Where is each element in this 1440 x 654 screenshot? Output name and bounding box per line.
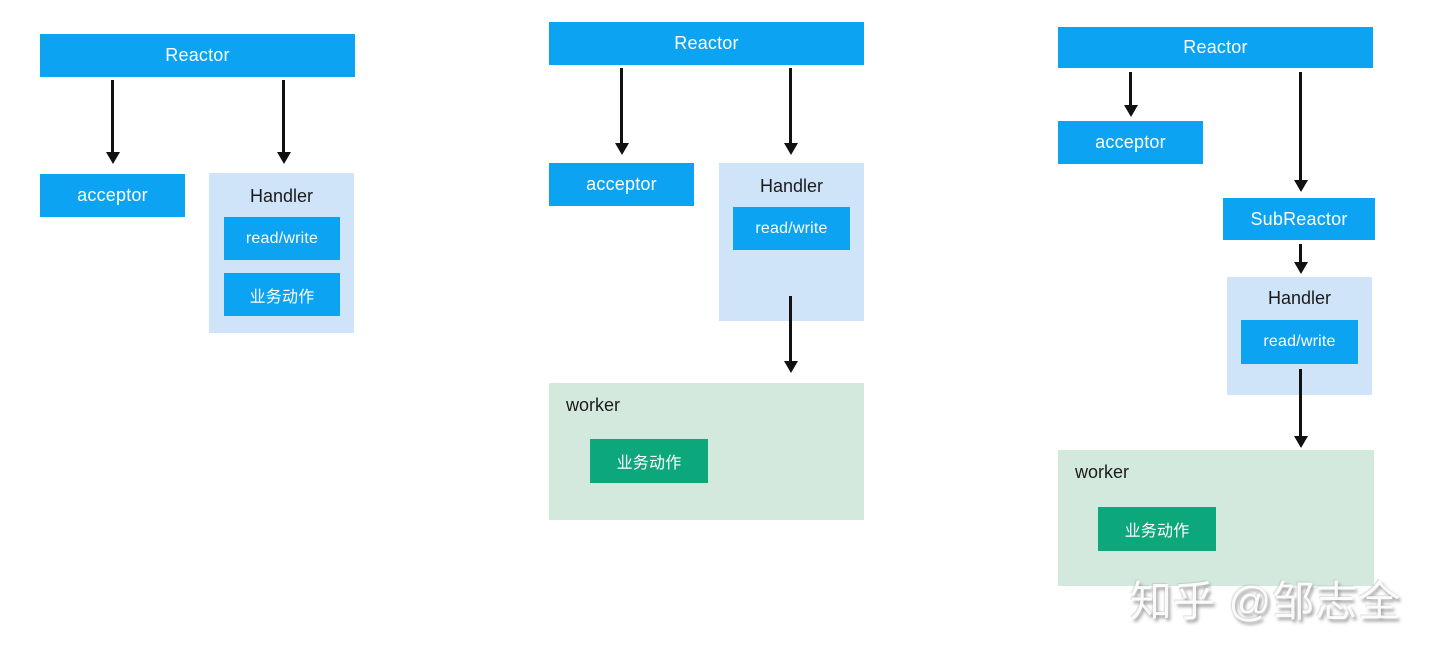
reactor-node: Reactor bbox=[40, 34, 355, 77]
subreactor-node: SubReactor bbox=[1223, 198, 1375, 240]
handler-title: Handler bbox=[249, 186, 314, 206]
handler-title: Handler bbox=[1267, 288, 1332, 308]
business-action-node: 业务动作 bbox=[1098, 507, 1216, 551]
acceptor-node: acceptor bbox=[549, 163, 694, 206]
zhihu-watermark: 知乎 @邹志全 bbox=[1130, 578, 1402, 625]
business-action-node: 业务动作 bbox=[224, 273, 340, 316]
arrow-handler-to-worker bbox=[789, 296, 792, 361]
handler-panel: Handler read/write bbox=[719, 163, 864, 321]
handler-panel: Handler read/write 业务动作 bbox=[209, 173, 354, 333]
business-action-node: 业务动作 bbox=[590, 439, 708, 483]
arrow-reactor-to-acceptor bbox=[620, 68, 623, 143]
acceptor-node: acceptor bbox=[1058, 121, 1203, 164]
arrow-subreactor-to-handler bbox=[1299, 244, 1302, 262]
arrow-handler-to-worker bbox=[1299, 369, 1302, 436]
handler-title: Handler bbox=[759, 176, 824, 196]
reactor-node: Reactor bbox=[549, 22, 864, 65]
reactor-node: Reactor bbox=[1058, 27, 1373, 68]
arrow-reactor-to-acceptor bbox=[1129, 72, 1132, 105]
read-write-node: read/write bbox=[224, 217, 340, 260]
arrow-reactor-to-subreactor bbox=[1299, 72, 1302, 180]
arrow-reactor-to-acceptor bbox=[111, 80, 114, 152]
acceptor-node: acceptor bbox=[40, 174, 185, 217]
read-write-node: read/write bbox=[1241, 320, 1358, 364]
arrow-reactor-to-handler bbox=[282, 80, 285, 152]
worker-title: worker bbox=[1075, 462, 1130, 482]
read-write-node: read/write bbox=[733, 207, 850, 250]
worker-panel: worker 业务动作 bbox=[1058, 450, 1374, 586]
worker-panel: worker 业务动作 bbox=[549, 383, 864, 520]
arrow-reactor-to-handler bbox=[789, 68, 792, 143]
worker-title: worker bbox=[566, 395, 621, 415]
